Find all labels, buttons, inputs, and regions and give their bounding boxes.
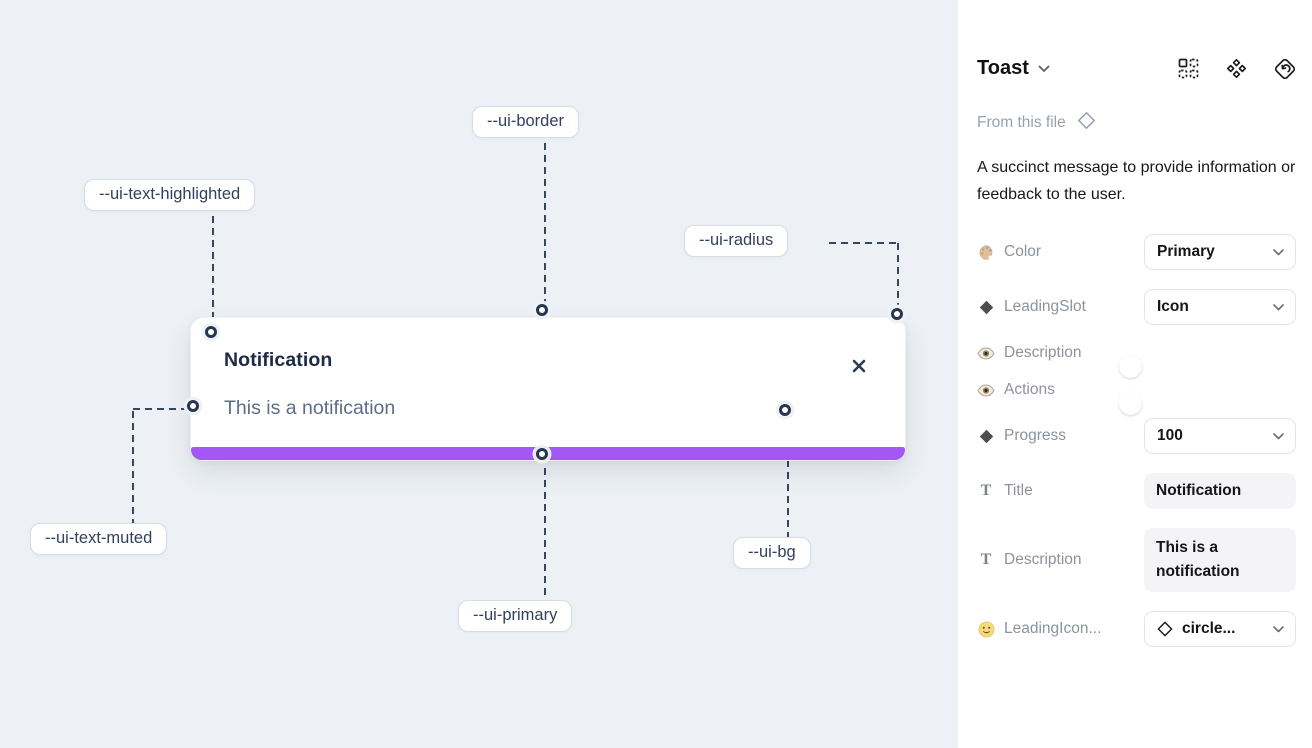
label-ui-text-highlighted: --ui-text-highlighted (84, 179, 256, 211)
leading-icon-select[interactable]: circle... (1144, 611, 1296, 647)
instance-grid-icon[interactable] (1178, 58, 1199, 79)
label-ui-text-muted: --ui-text-muted (30, 523, 168, 555)
row-label: Actions (1004, 381, 1055, 398)
row-title-field: T Title Notification (977, 473, 1296, 509)
row-label: Progress (1004, 427, 1067, 444)
diamond-outline-icon (1157, 621, 1173, 637)
text-icon: T (980, 482, 992, 499)
toast-progress-bar (191, 447, 905, 460)
eye-icon (977, 383, 995, 397)
connector-point-border (536, 304, 548, 316)
diamond-outline-icon (1077, 111, 1096, 135)
toast-component: Notification This is a notification (190, 317, 906, 461)
row-leading-slot: LeadingSlot Icon (977, 289, 1296, 325)
label-ui-radius: --ui-radius (684, 225, 789, 257)
connector-line-border (544, 143, 546, 306)
row-color: Color Primary (977, 234, 1296, 270)
chevron-down-icon (1273, 625, 1284, 633)
component-name: Toast (977, 57, 1029, 79)
description-input[interactable]: This is a notification (1144, 528, 1296, 592)
row-label: Description (1004, 551, 1082, 568)
connector-line-text-highlighted (212, 216, 214, 326)
progress-select[interactable]: 100 (1144, 418, 1296, 454)
connector-line-primary (544, 468, 546, 600)
diamond-icon (977, 300, 995, 315)
chevron-down-icon (1273, 303, 1284, 311)
connector-point-radius (891, 308, 903, 320)
connector-point-bg (779, 404, 791, 416)
property-rows: Color Primary LeadingS (977, 234, 1296, 647)
palette-icon (977, 244, 995, 261)
connector-line-bg (787, 424, 789, 537)
label-ui-primary: --ui-primary (458, 600, 573, 632)
chevron-down-icon (1273, 432, 1284, 440)
connector-line-radius-v (897, 243, 899, 305)
connector-line-text-muted-v (132, 411, 134, 523)
leading-slot-select[interactable]: Icon (1144, 289, 1296, 325)
smiley-icon (977, 621, 995, 638)
properties-panel: Toast (957, 0, 1312, 748)
close-icon[interactable] (849, 356, 869, 376)
text-icon: T (980, 551, 992, 568)
panel-header: Toast (977, 57, 1296, 80)
connector-point-primary (536, 448, 548, 460)
connector-line-text-muted-h (133, 408, 185, 410)
reset-diamond-icon[interactable] (1274, 58, 1296, 80)
row-description-toggle: Description (977, 344, 1296, 378)
row-description-field: T Description This is a notification (977, 528, 1296, 592)
connector-line-radius-h (829, 242, 899, 244)
canvas: Notification This is a notification --ui… (0, 0, 957, 748)
chevron-down-icon (1273, 248, 1284, 256)
row-label: Title (1004, 482, 1033, 499)
row-leading-icon: LeadingIcon... circle... (977, 611, 1296, 647)
eye-icon (977, 346, 995, 360)
component-diamonds-icon[interactable] (1226, 58, 1247, 79)
connector-point-text-highlighted (205, 326, 217, 338)
connector-point-text-muted (187, 400, 199, 412)
header-icons (1178, 58, 1296, 80)
label-ui-bg: --ui-bg (733, 537, 811, 569)
title-input[interactable]: Notification (1144, 473, 1296, 509)
toast-description: This is a notification (224, 397, 396, 419)
row-actions-toggle: Actions (977, 381, 1296, 415)
component-description: A succinct message to provide informatio… (977, 159, 1296, 203)
color-select[interactable]: Primary (1144, 234, 1296, 270)
label-ui-border: --ui-border (472, 106, 580, 138)
row-progress: Progress 100 (977, 418, 1296, 454)
diamond-icon (977, 429, 995, 444)
source-label: From this file (977, 114, 1066, 131)
chevron-down-icon[interactable] (1038, 65, 1050, 73)
row-label: Color (1004, 243, 1042, 260)
row-label: Description (1004, 344, 1082, 361)
row-label: LeadingIcon... (1004, 620, 1102, 637)
row-label: LeadingSlot (1004, 298, 1086, 315)
toast-title: Notification (224, 349, 333, 371)
source-row: From this file (977, 111, 1296, 135)
